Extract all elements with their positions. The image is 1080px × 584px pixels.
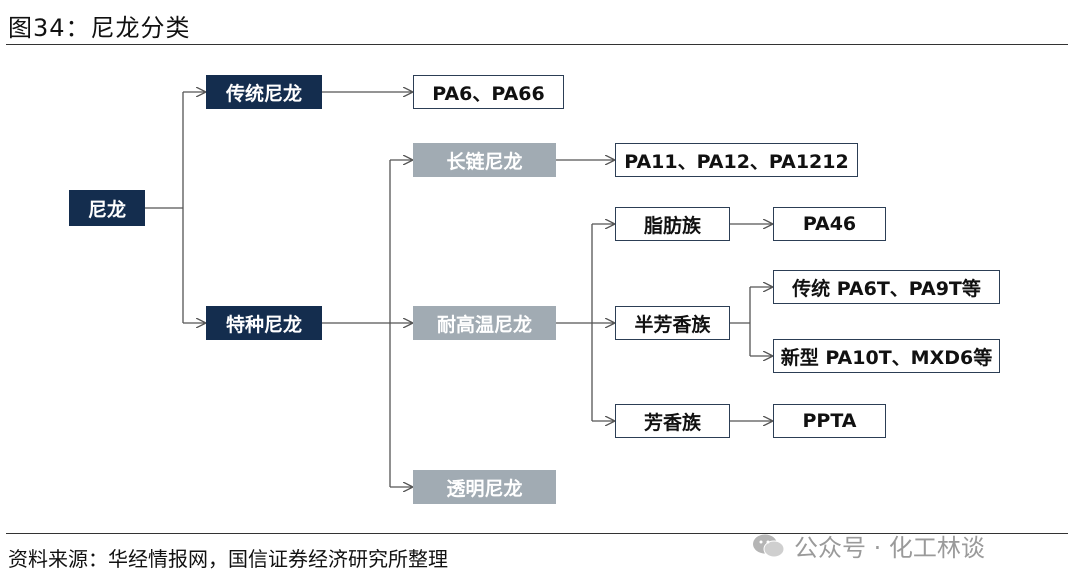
wechat-icon xyxy=(752,533,786,559)
node-traditional-pa6t: 传统 PA6T、PA9T等 xyxy=(773,270,1000,304)
page-title: 图34：尼龙分类 xyxy=(8,14,191,42)
node-pa11-pa12: PA11、PA12、PA1212 xyxy=(615,143,858,177)
node-transparent-nylon: 透明尼龙 xyxy=(413,470,556,504)
node-aromatic: 芳香族 xyxy=(615,404,730,438)
node-semi-aromatic: 半芳香族 xyxy=(615,306,730,340)
node-aliphatic: 脂肪族 xyxy=(615,207,730,241)
node-new-pa10t: 新型 PA10T、MXD6等 xyxy=(773,339,1000,373)
watermark-text: 公众号 · 化工林谈 xyxy=(794,534,985,562)
node-pa6-pa66: PA6、PA66 xyxy=(413,75,564,109)
node-special-nylon: 特种尼龙 xyxy=(206,306,322,340)
node-ppta: PPTA xyxy=(773,404,886,438)
node-nylon: 尼龙 xyxy=(69,190,145,226)
node-pa46: PA46 xyxy=(773,207,886,241)
source-note: 资料来源：华经情报网，国信证券经济研究所整理 xyxy=(8,547,448,571)
node-long-chain-nylon: 长链尼龙 xyxy=(413,143,556,177)
watermark: 公众号 · 化工林谈 xyxy=(752,528,985,563)
node-high-temp-nylon: 耐高温尼龙 xyxy=(413,306,556,340)
node-traditional-nylon: 传统尼龙 xyxy=(206,75,322,109)
title-divider xyxy=(6,44,1068,45)
footer-divider xyxy=(6,533,1068,534)
